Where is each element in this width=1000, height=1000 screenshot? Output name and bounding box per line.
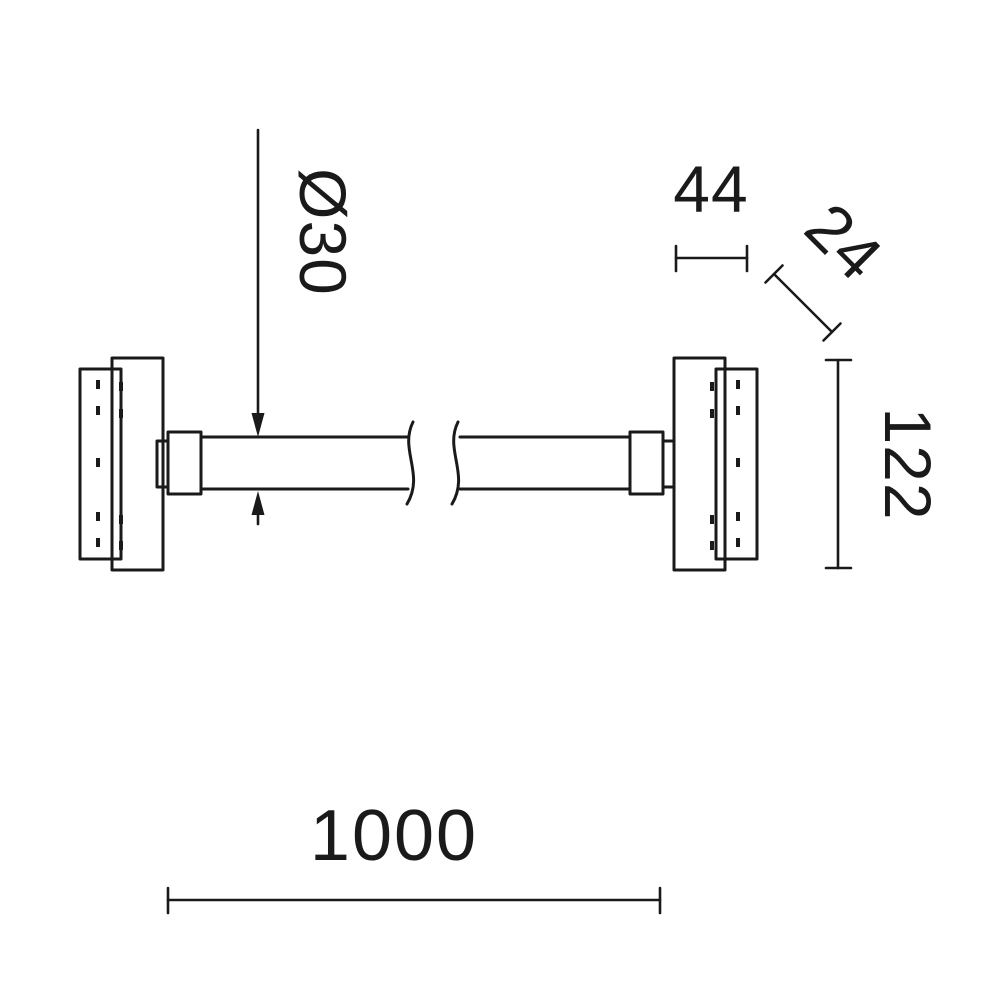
left-bracket-front-plate xyxy=(110,356,165,572)
left-bracket-back-plate xyxy=(78,367,123,561)
dimension-label-bracket-width: 44 xyxy=(673,152,748,226)
dimension-bracket-height: 122 xyxy=(824,358,945,570)
screw-hole-icon xyxy=(736,538,740,547)
dimension-overall-length: 1000 xyxy=(166,796,662,915)
screw-hole-icon xyxy=(119,541,123,550)
break-line-icon xyxy=(450,420,461,506)
dimension-label-bracket-height: 122 xyxy=(871,407,945,520)
left-connector xyxy=(166,430,203,496)
screw-hole-icon xyxy=(710,382,714,391)
screw-hole-icon xyxy=(710,541,714,550)
left-bracket-screw-holes xyxy=(96,380,123,550)
dimension-tick xyxy=(822,322,842,342)
right-spacer xyxy=(661,439,676,489)
screw-hole-icon xyxy=(736,406,740,415)
screw-hole-icon xyxy=(119,382,123,391)
dimension-bracket-width: 44 xyxy=(673,152,749,273)
dimension-line xyxy=(772,272,834,334)
break-line-icon xyxy=(405,420,416,506)
screw-hole-icon xyxy=(736,380,740,389)
screw-hole-icon xyxy=(710,409,714,418)
left-wall-bracket xyxy=(78,356,165,572)
right-connector xyxy=(628,430,665,496)
fixture xyxy=(78,356,759,572)
screw-hole-icon xyxy=(96,380,100,389)
screw-hole-icon xyxy=(736,458,740,467)
dimension-label-overall-length: 1000 xyxy=(310,796,478,876)
right-bracket-back-plate xyxy=(714,367,759,561)
screw-hole-icon xyxy=(96,458,100,467)
screw-hole-icon xyxy=(96,406,100,415)
screw-hole-icon xyxy=(119,409,123,418)
screw-hole-icon xyxy=(119,515,123,524)
screw-hole-icon xyxy=(736,512,740,521)
right-bracket-screw-holes xyxy=(710,380,740,550)
dimension-bracket-depth: 24 xyxy=(764,189,897,342)
rod xyxy=(199,420,632,506)
arrowhead-up-icon xyxy=(251,491,265,515)
screw-hole-icon xyxy=(710,515,714,524)
right-bracket-front-plate xyxy=(672,356,727,572)
screw-hole-icon xyxy=(96,538,100,547)
right-wall-bracket xyxy=(672,356,759,572)
dimension-label-diameter: Ø30 xyxy=(286,168,360,296)
dimension-label-bracket-depth: 24 xyxy=(791,189,897,295)
dimension-tick xyxy=(764,264,784,284)
dimension-diameter: Ø30 xyxy=(251,128,360,526)
screw-hole-icon xyxy=(96,512,100,521)
arrowhead-down-icon xyxy=(251,413,265,437)
